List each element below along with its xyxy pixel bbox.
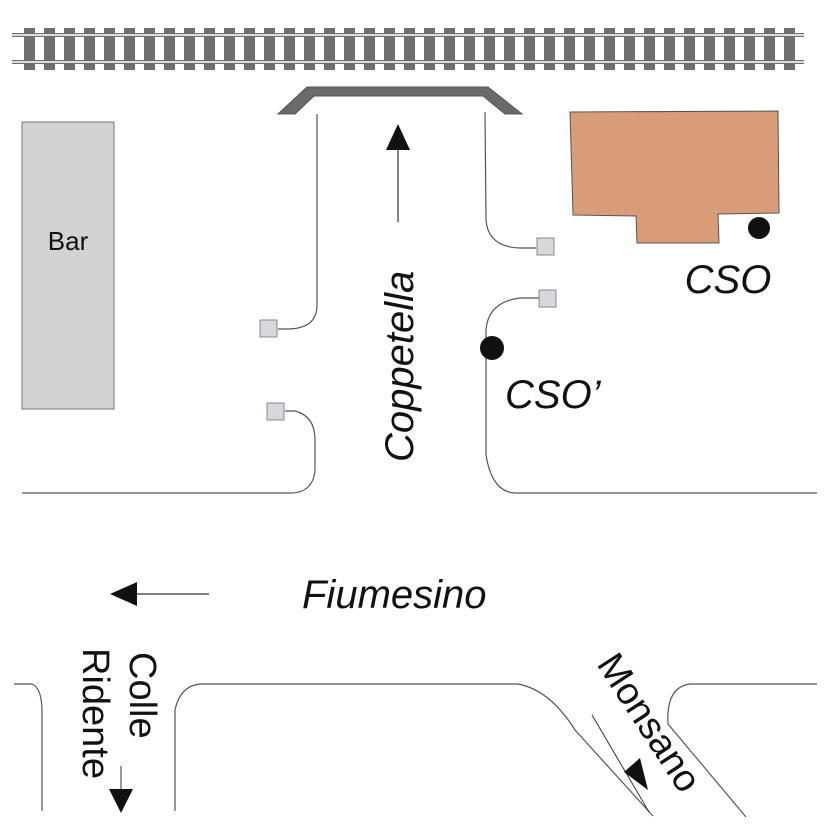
rail-sleeper <box>704 28 715 70</box>
coppetella-east-edge <box>484 111 536 249</box>
cso-prime-label: CSO’ <box>505 373 602 417</box>
cso-label: CSO <box>685 258 772 302</box>
rail-sleeper <box>724 28 735 70</box>
monsano-arrow-line <box>591 714 650 813</box>
bar-building[interactable] <box>21 121 115 410</box>
rail-sleeper <box>64 28 75 70</box>
rail-sleeper <box>644 28 655 70</box>
rail-sleeper <box>444 28 455 70</box>
colle-label: Colle <box>121 652 163 739</box>
rail-sleeper <box>664 28 675 70</box>
rail-sleeper <box>144 28 155 70</box>
ridente-label: Ridente <box>74 648 116 779</box>
coppetella-east-lower-edge <box>485 297 817 494</box>
rail-sleeper <box>44 28 55 70</box>
bar-label: Bar <box>48 226 89 256</box>
rail-sleeper <box>84 28 95 70</box>
rail-sleeper <box>424 28 435 70</box>
rail-sleeper <box>184 28 195 70</box>
rail-sleeper <box>324 28 335 70</box>
cso-building[interactable] <box>569 110 780 244</box>
rail-sleeper <box>24 28 35 70</box>
coppetella-arrow-icon <box>386 124 410 150</box>
fiumesino-south-edge-east <box>667 683 817 818</box>
inlet[interactable] <box>259 319 278 338</box>
coppetella-label: Coppetella <box>378 271 422 462</box>
rail-sleeper <box>604 28 615 70</box>
rail-sleeper <box>684 28 695 70</box>
rail-sleeper <box>364 28 375 70</box>
rail-sleeper <box>564 28 575 70</box>
rail-sleeper <box>164 28 175 70</box>
coppetella-west-edge <box>278 114 318 330</box>
colle-ridente-arrow-icon <box>109 789 133 813</box>
rail-sleeper <box>484 28 495 70</box>
rail-sleeper <box>224 28 235 70</box>
rail-sleeper <box>544 28 555 70</box>
rail-sleeper <box>464 28 475 70</box>
rail-sleeper <box>304 28 315 70</box>
cso-prime-point[interactable] <box>480 336 504 360</box>
monsano-label: Monsano <box>588 646 708 800</box>
rail-sleeper <box>384 28 395 70</box>
rail-sleeper <box>584 28 595 70</box>
rail-sleeper <box>744 28 755 70</box>
inlet[interactable] <box>538 289 557 308</box>
rail-sleeper <box>264 28 275 70</box>
railway <box>12 28 804 70</box>
inlet[interactable] <box>536 237 555 256</box>
rail-sleeper <box>404 28 415 70</box>
cso-point[interactable] <box>748 217 770 239</box>
rail-sleeper <box>344 28 355 70</box>
coppetella-west-lower-edge <box>22 410 316 494</box>
monsano-arrow-icon <box>624 758 648 790</box>
rail-sleeper <box>784 28 795 70</box>
inlet[interactable] <box>266 402 285 421</box>
rail-sleeper <box>124 28 135 70</box>
fiumesino-south-edge-mid <box>174 683 654 817</box>
rail-sleeper <box>204 28 215 70</box>
rail-sleeper <box>764 28 775 70</box>
rail-sleeper <box>284 28 295 70</box>
rail-sleeper <box>504 28 515 70</box>
rail-sleeper <box>244 28 255 70</box>
rail-sleeper <box>104 28 115 70</box>
fiumesino-label: Fiumesino <box>302 573 487 617</box>
rail-sleeper <box>524 28 535 70</box>
fiumesino-arrow-icon <box>110 582 137 606</box>
rail-sleeper <box>624 28 635 70</box>
underpass-platform <box>276 86 524 115</box>
fiumesino-south-edge-west <box>14 683 43 811</box>
